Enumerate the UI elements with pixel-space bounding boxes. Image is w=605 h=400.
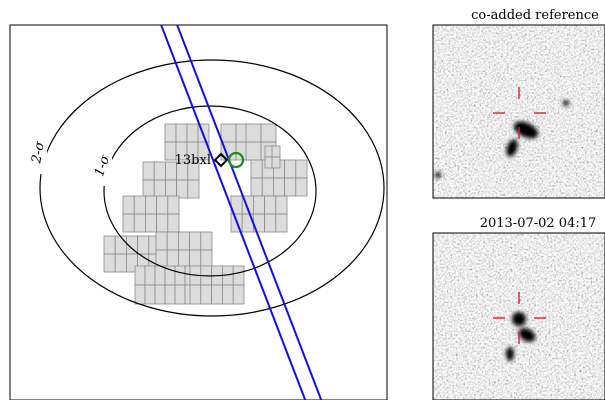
stamp-title-epoch: 2013-07-02 04:17 xyxy=(480,216,597,231)
ccd-chip xyxy=(295,177,308,197)
ccd-chip xyxy=(264,195,277,215)
ccd-chip xyxy=(155,231,168,251)
stamp-reference-blob-small xyxy=(563,100,569,106)
ccd-chip xyxy=(103,235,116,255)
ccd-chip xyxy=(122,213,135,233)
ccd-chip xyxy=(221,284,234,305)
stamp-reference-crosshair xyxy=(493,87,546,139)
ccd-chip xyxy=(187,179,200,199)
main-panel: 2-σ 1-σ 13bxl xyxy=(9,24,388,400)
ccd-chip xyxy=(261,177,274,197)
ccd-chip xyxy=(122,195,135,215)
ccd-chip xyxy=(250,159,263,179)
ccd-chip xyxy=(156,195,169,215)
ccd-chip xyxy=(164,179,177,199)
ccd-chip xyxy=(272,177,285,197)
stamp-reference-blob-companion xyxy=(506,139,518,157)
band-edge-right xyxy=(176,25,323,400)
ccd-chip xyxy=(245,123,262,143)
ccd-chip xyxy=(156,213,169,233)
ccd-chip xyxy=(175,123,188,143)
ccd-chip xyxy=(103,253,116,273)
ccd-chip xyxy=(134,265,146,286)
ccd-chip xyxy=(284,159,297,179)
host-circle-marker xyxy=(227,151,245,169)
ccd-chip xyxy=(114,235,127,255)
ccd-chip xyxy=(133,195,146,215)
ccd-chip xyxy=(252,195,265,215)
ccd-chip xyxy=(200,284,213,305)
stamp-epoch-crosshair xyxy=(493,292,546,344)
stamp-epoch-blob-companion xyxy=(506,347,514,361)
ccd-chip xyxy=(167,195,180,215)
ccd-chip xyxy=(166,249,179,269)
ccd-chip xyxy=(174,284,186,305)
stamp-epoch-frame xyxy=(432,232,605,400)
ccd-chip xyxy=(134,284,146,305)
stamp-reference: co-added reference xyxy=(432,8,605,199)
ccd-chip xyxy=(154,265,166,286)
ccd-chip xyxy=(232,265,245,286)
contour-label-gap-2sigma xyxy=(31,134,47,174)
stamp-reference-blob-edge xyxy=(435,172,441,178)
contour-label-2sigma: 2-σ xyxy=(29,139,48,165)
ccd-chip xyxy=(144,284,156,305)
stamp-reference-noise xyxy=(433,25,605,198)
ccd-chip xyxy=(189,231,202,251)
ccd-chip xyxy=(200,249,213,269)
ccd-chip xyxy=(166,231,179,251)
ccd-chip xyxy=(144,195,157,215)
ccd-chip xyxy=(177,231,190,251)
main-panel-frame xyxy=(9,24,388,400)
stamp-reference-frame xyxy=(432,24,605,199)
ccd-chip xyxy=(189,284,202,305)
ccd-chip xyxy=(133,213,146,233)
stamp-reference-blob-host xyxy=(513,121,539,139)
ccd-chip xyxy=(167,213,180,233)
stamp-epoch-blob-transient xyxy=(512,312,526,326)
ccd-chip xyxy=(271,156,281,169)
ccd-chip xyxy=(154,284,166,305)
contour-1sigma xyxy=(103,105,317,277)
ccd-chip xyxy=(189,249,202,269)
ccd-chip xyxy=(176,179,189,199)
marker-label-13bxl: 13bxl xyxy=(175,153,211,168)
ccd-chip xyxy=(114,253,127,273)
ccd-chip xyxy=(245,141,262,161)
contour-label-gap-1sigma xyxy=(96,150,112,186)
ccd-chip xyxy=(271,145,281,158)
stamp-epoch: 2013-07-02 04:17 xyxy=(432,216,605,400)
ccd-chip xyxy=(211,284,223,305)
ccd-chip xyxy=(153,161,166,181)
ccd-chip xyxy=(164,284,176,305)
contour-2sigma xyxy=(39,59,385,317)
ccd-chip xyxy=(295,159,308,179)
ccd-chip xyxy=(174,265,186,286)
transient-diamond-marker xyxy=(213,152,229,168)
ccd-chip xyxy=(284,177,297,197)
ccd-chip xyxy=(186,123,199,143)
contour-label-1sigma: 1-σ xyxy=(92,152,113,178)
ccd-chip xyxy=(250,177,263,197)
stamp-title-reference: co-added reference xyxy=(471,8,599,23)
stamp-epoch-blob-host xyxy=(518,328,536,342)
ccd-chip xyxy=(200,231,213,251)
ccd-chip xyxy=(142,179,155,199)
ccd-chip xyxy=(275,195,288,215)
ccd-chip xyxy=(153,179,166,199)
ccd-chip xyxy=(220,123,237,143)
ccd-chip xyxy=(264,213,277,233)
ccd-chip xyxy=(144,213,157,233)
ccd-chip xyxy=(275,213,288,233)
ccd-chip xyxy=(164,123,177,143)
ccd-chip xyxy=(177,249,190,269)
band-edge-left xyxy=(160,25,307,400)
ccd-chip xyxy=(137,235,150,255)
ccd-chip xyxy=(232,284,245,305)
ccd-chip xyxy=(260,123,277,143)
ccd-chip xyxy=(144,265,156,286)
ccd-chip xyxy=(142,161,155,181)
